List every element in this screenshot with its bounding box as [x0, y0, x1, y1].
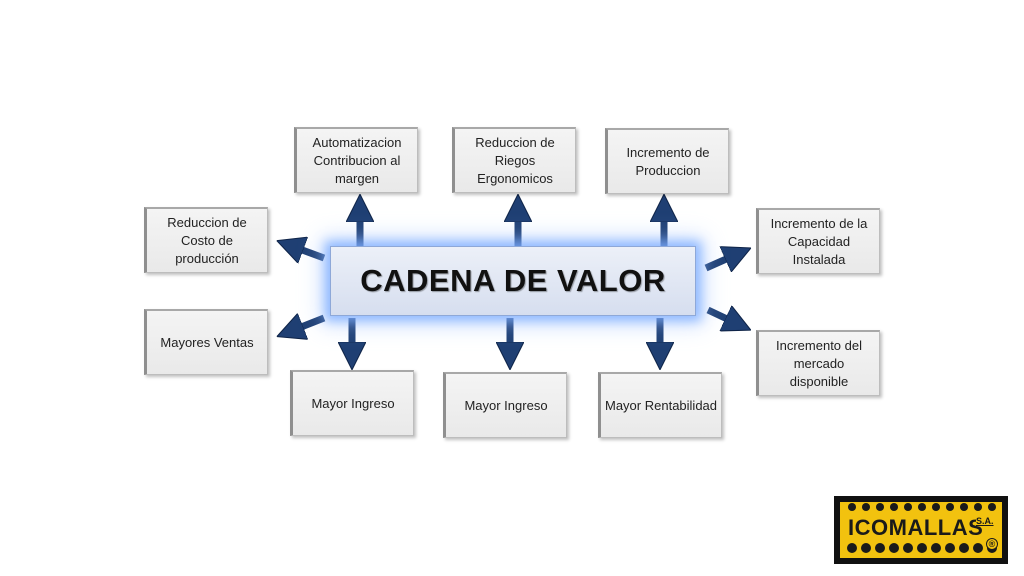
company-logo: ICOMALLAS S.A. ®: [834, 496, 1008, 564]
logo-mesh-pattern: [847, 503, 997, 553]
box-rentabilidad: Mayor Rentabilidad: [598, 372, 722, 438]
box-produccion: Incremento de Produccion: [605, 128, 729, 194]
arrow-to-mercado: [706, 310, 742, 326]
box-costo: Reduccion de Costo de producción: [144, 207, 268, 273]
logo-name: ICOMALLAS: [846, 515, 986, 540]
box-riegos-label: Reduccion de Riegos Ergonomicos: [475, 134, 555, 186]
arrow-to-costo: [286, 244, 326, 258]
box-ingreso-center-label: Mayor Ingreso: [464, 397, 548, 413]
registered-mark: ®: [986, 538, 998, 550]
center-title: CADENA DE VALOR: [360, 263, 666, 298]
box-produccion-label: Incremento de Produccion: [626, 144, 710, 178]
arrow-to-capacidad: [704, 252, 742, 268]
box-rentabilidad-label: Mayor Rentabilidad: [605, 397, 718, 413]
box-mercado-label: Incremento del mercado disponible: [776, 337, 862, 389]
arrow-to-ventas: [286, 318, 326, 333]
box-ingreso-center: Mayor Ingreso: [443, 372, 567, 438]
box-ventas-label: Mayores Ventas: [160, 334, 254, 350]
box-riegos: Reduccion de Riegos Ergonomicos: [452, 127, 576, 193]
box-capacidad-label: Incremento de la Capacidad Instalada: [770, 215, 868, 267]
box-automatizacion-label: Automatizacion Contribucion al margen: [312, 134, 402, 186]
box-capacidad: Incremento de la Capacidad Instalada: [756, 208, 880, 274]
logo-suffix: S.A.: [976, 516, 994, 526]
logo-panel: ICOMALLAS S.A. ®: [840, 502, 1002, 558]
box-ingreso-left: Mayor Ingreso: [290, 370, 414, 436]
center-box: CADENA DE VALOR: [330, 246, 696, 316]
box-automatizacion: Automatizacion Contribucion al margen: [294, 127, 418, 193]
box-ingreso-left-label: Mayor Ingreso: [311, 395, 395, 411]
box-mercado: Incremento del mercado disponible: [756, 330, 880, 396]
box-ventas: Mayores Ventas: [144, 309, 268, 375]
box-costo-label: Reduccion de Costo de producción: [167, 214, 247, 266]
